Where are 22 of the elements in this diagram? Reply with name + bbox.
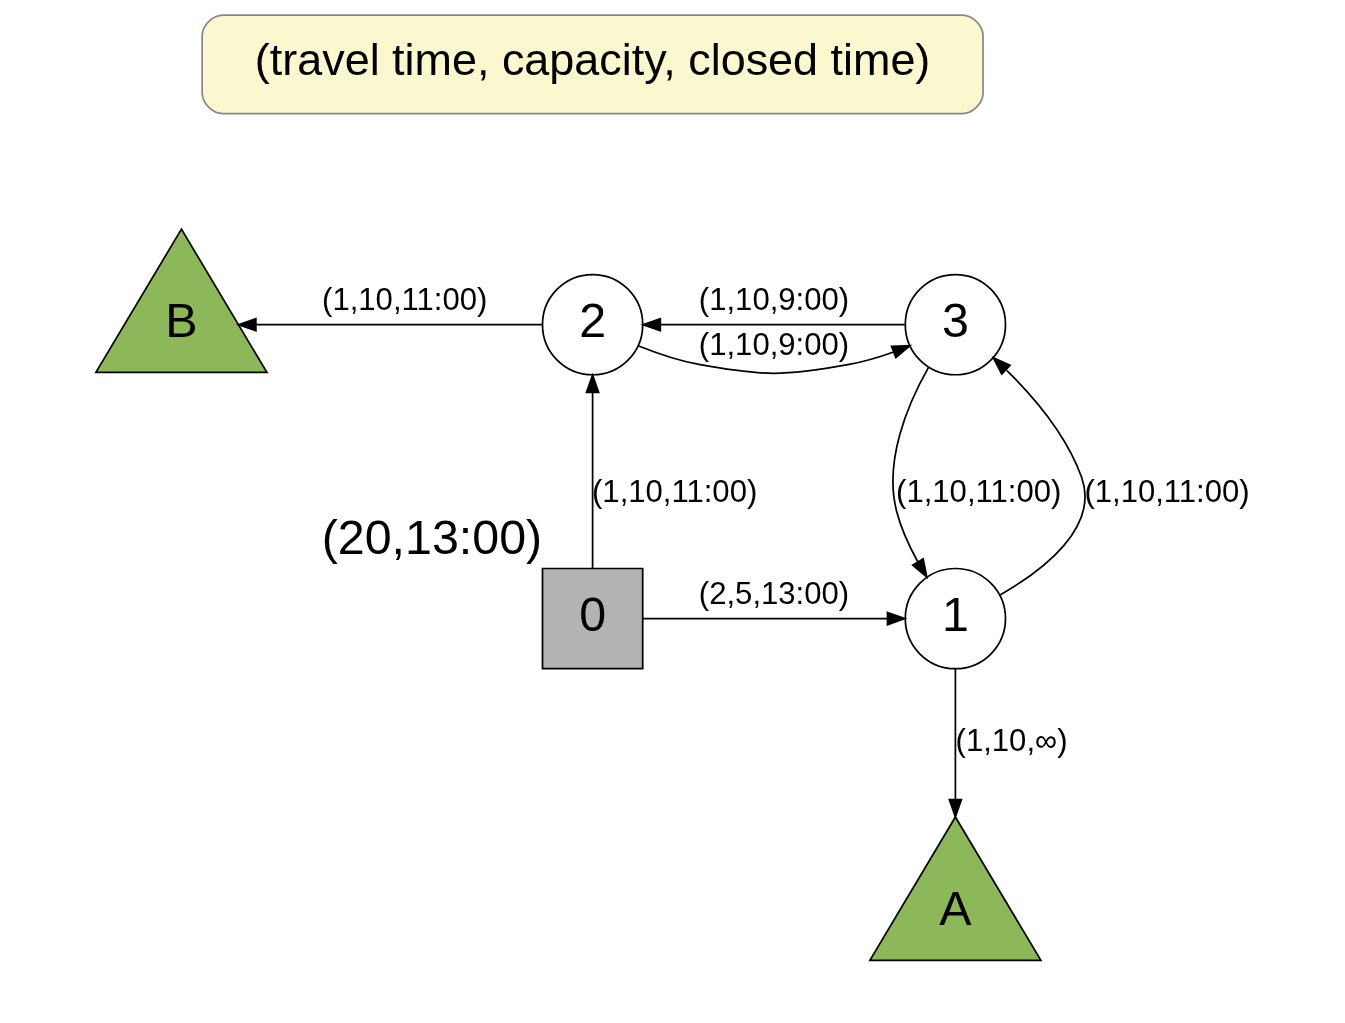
edge-label: (1,10,9:00) bbox=[698, 281, 850, 317]
arrow bbox=[637, 344, 913, 375]
node-circle: 2 bbox=[541, 273, 644, 376]
arrow bbox=[235, 317, 544, 332]
node-circle: 3 bbox=[904, 273, 1007, 376]
arrow bbox=[642, 611, 908, 626]
edge-label: (1,10,11:00) bbox=[1084, 473, 1250, 509]
node-label: (20,13:00) bbox=[321, 509, 543, 564]
arrow bbox=[585, 372, 600, 569]
node-box: 0 bbox=[541, 567, 644, 670]
arrow bbox=[948, 668, 963, 820]
node-circle: 1 bbox=[904, 567, 1007, 670]
edge-label: (1,10,∞) bbox=[955, 722, 1068, 758]
edge-label: (2,5,13:00) bbox=[698, 575, 850, 611]
edge-label: (1,10,11:00) bbox=[322, 281, 488, 317]
arrow bbox=[640, 317, 906, 332]
edge-label: (1,10,11:00) bbox=[896, 473, 1062, 509]
arrow bbox=[991, 355, 1086, 596]
edge-label: (1,10,11:00) bbox=[592, 473, 758, 509]
arrow bbox=[892, 366, 930, 580]
node-box: (travel time, capacity, closed time) bbox=[201, 14, 984, 115]
edge-label: (1,10,9:00) bbox=[698, 326, 850, 362]
